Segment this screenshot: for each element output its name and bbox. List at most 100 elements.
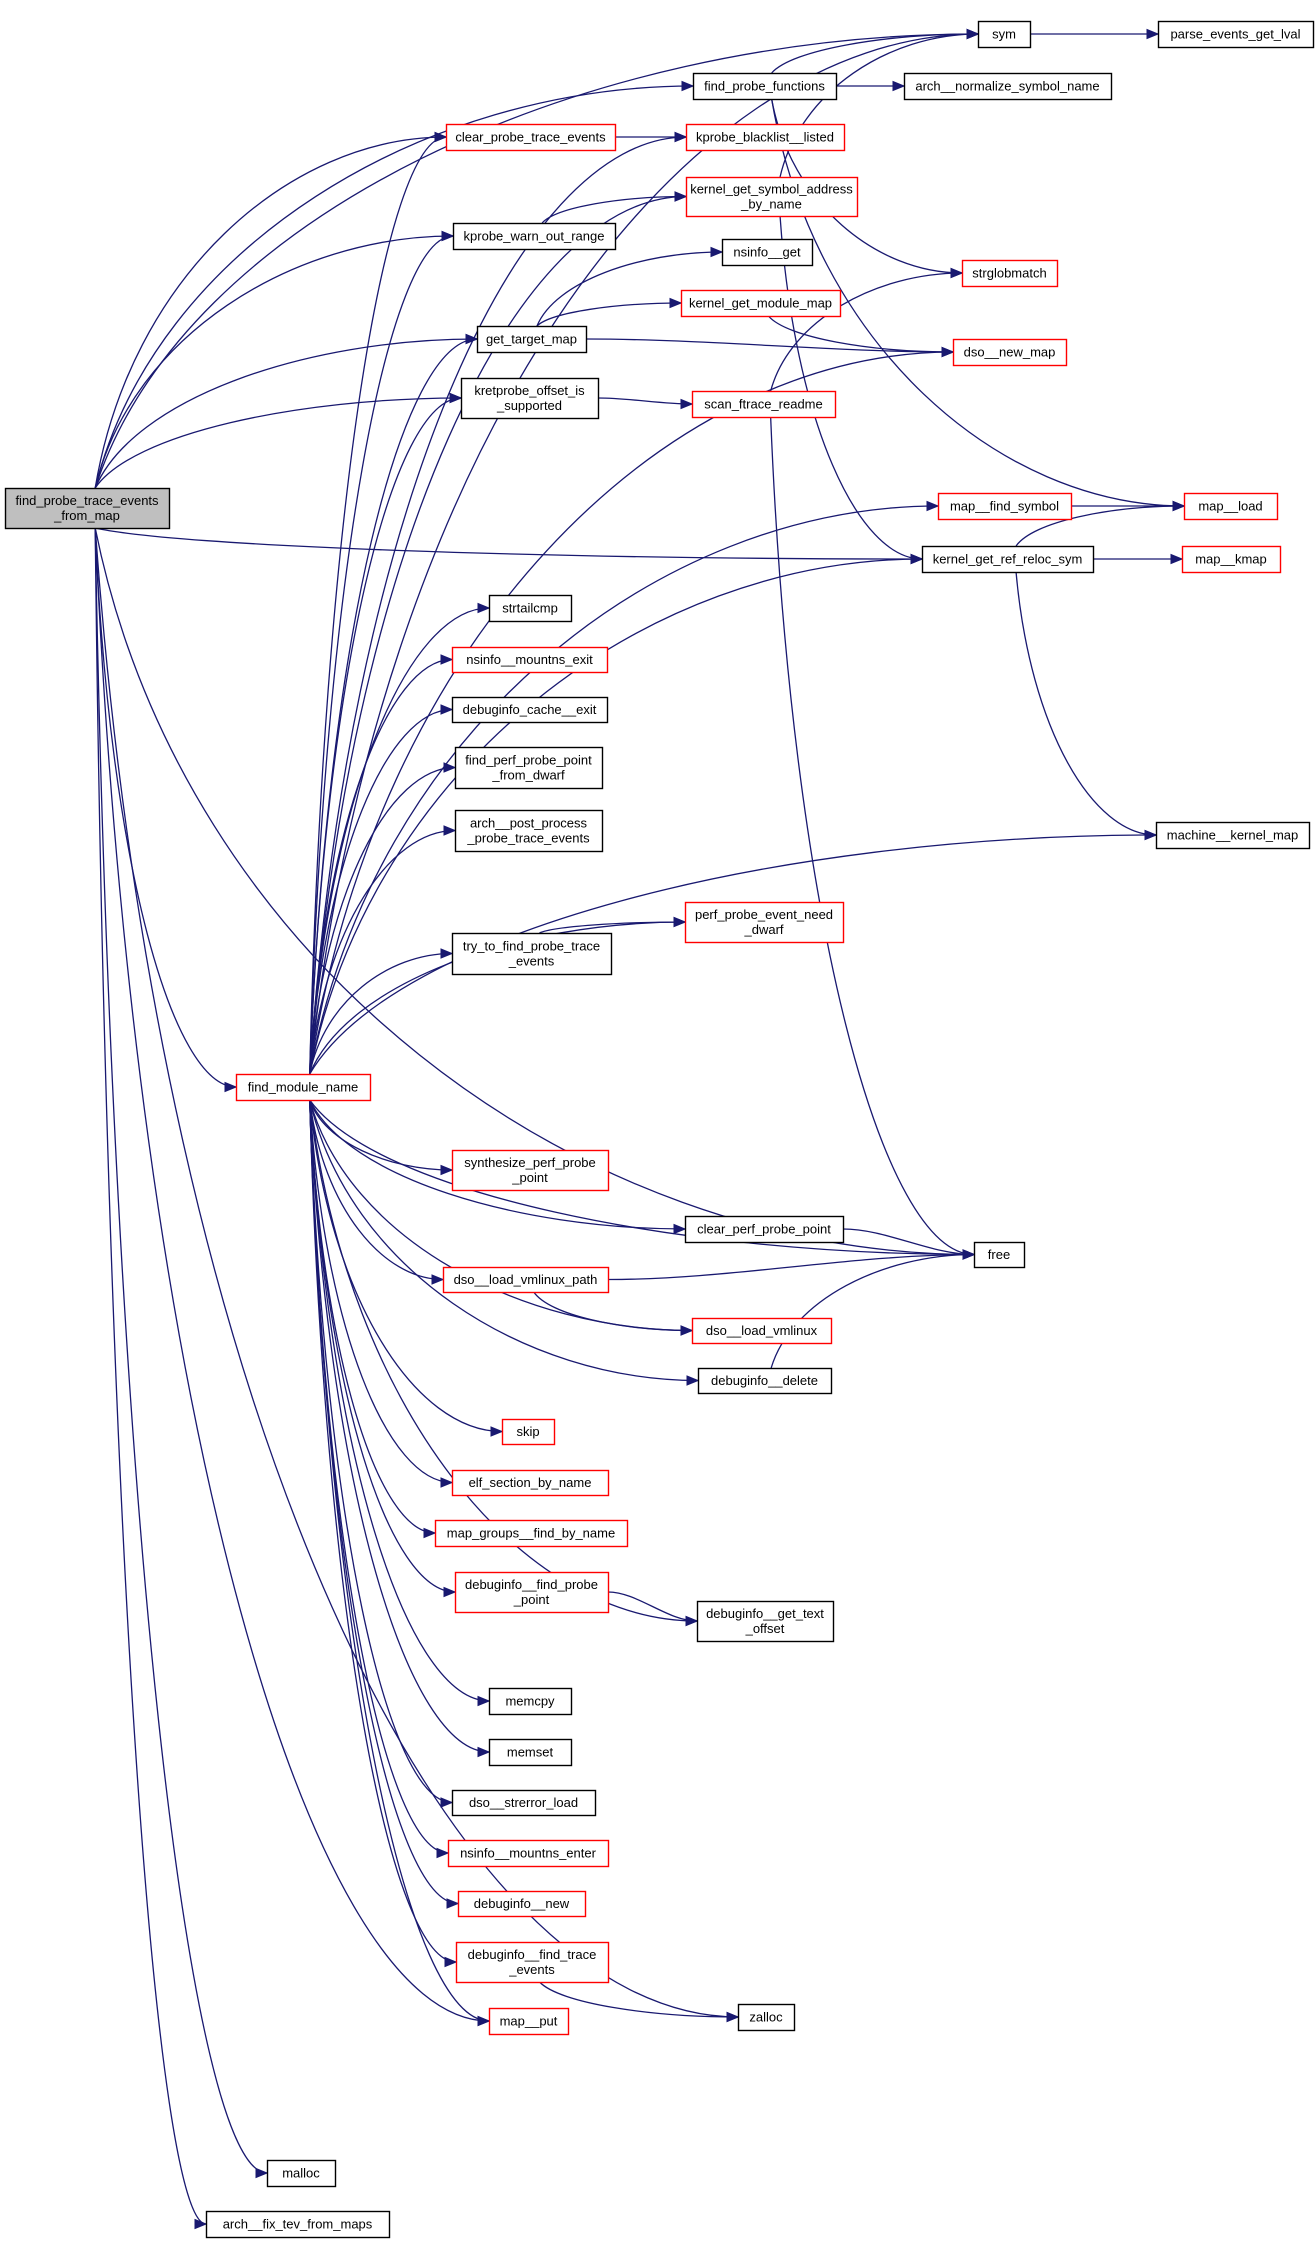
arrowhead-icon	[680, 398, 694, 410]
node-map-put[interactable]: map__put	[488, 2007, 570, 2036]
node-dso-load-vmlinux[interactable]: dso__load_vmlinux	[691, 1317, 833, 1345]
node-label: try_to_find_probe_trace	[463, 939, 600, 954]
node-debuginfo-get-text-offset[interactable]: debuginfo__get_text_offset	[696, 1600, 835, 1643]
node-map-find-symbol[interactable]: map__find_symbol	[937, 492, 1073, 521]
edge-find_module_name-to-clear_probe_trace_events	[309, 136, 447, 1075]
node-label: _from_dwarf	[491, 768, 565, 783]
arrowhead-icon	[726, 2011, 740, 2023]
node-debuginfo-find-trace-events[interactable]: debuginfo__find_trace_events	[455, 1941, 610, 1984]
node-kprobe-blacklist-listed[interactable]: kprobe_blacklist__listed	[685, 123, 846, 152]
edge-find_module_name-to-debuginfo__delete	[309, 1099, 699, 1382]
node-debuginfo-find-probe-point[interactable]: debuginfo__find_probe_point	[454, 1571, 610, 1614]
node-find-module-name[interactable]: find_module_name	[235, 1073, 372, 1102]
node-zalloc[interactable]: zalloc	[737, 2003, 796, 2032]
node-clear-probe-trace-events[interactable]: clear_probe_trace_events	[445, 123, 617, 152]
node-box	[488, 594, 573, 623]
arrowhead-icon	[477, 1695, 491, 1707]
node-sym[interactable]: sym	[977, 20, 1032, 49]
node-nsinfo-mountns-exit[interactable]: nsinfo__mountns_exit	[451, 646, 609, 674]
node-get-target-map[interactable]: get_target_map	[476, 325, 588, 354]
node-skip[interactable]: skip	[501, 1418, 556, 1446]
arrowhead-icon	[449, 392, 463, 404]
arrowhead-icon	[440, 948, 454, 959]
edge-find_module_name-to-dso__load_vmlinux_path	[309, 1099, 444, 1281]
node-label: strglobmatch	[972, 266, 1046, 281]
node-find-probe-functions[interactable]: find_probe_functions	[692, 72, 838, 101]
node-machine-kernel-map[interactable]: machine__kernel_map	[1155, 821, 1311, 850]
node-label: sym	[992, 27, 1016, 42]
edge-find_module_name-to-synthesize_perf_probe_point	[309, 1099, 453, 1171]
node-box	[685, 176, 859, 218]
node-kernel-get-ref-reloc-sym[interactable]: kernel_get_ref_reloc_sym	[921, 545, 1095, 574]
node-debuginfo-new[interactable]: debuginfo__new	[457, 1890, 587, 1918]
node-kretprobe-offset-is-supported[interactable]: kretprobe_offset_is_supported	[460, 377, 600, 420]
arrowhead-icon	[440, 1797, 454, 1808]
node-map-groups-find-by-name[interactable]: map_groups__find_by_name	[434, 1519, 629, 1548]
node-nsinfo-mountns-enter[interactable]: nsinfo__mountns_enter	[447, 1839, 610, 1868]
edge-try_to_find_probe_trace_events-to-perf_probe_event_need_dwarf	[539, 921, 686, 934]
node-root[interactable]: find_probe_trace_events_from_map	[4, 487, 171, 530]
node-dso-load-vmlinux-path[interactable]: dso__load_vmlinux_path	[442, 1266, 610, 1294]
edge-find_module_name-to-memcpy	[309, 1099, 490, 1702]
node-free[interactable]: free	[973, 1241, 1026, 1269]
node-dso-new-map[interactable]: dso__new_map	[952, 338, 1068, 367]
edge-find_module_name-to-strtailcmp	[309, 607, 490, 1075]
node-perf-probe-event-need-dwarf[interactable]: perf_probe_event_need_dwarf	[684, 901, 845, 944]
node-kernel-get-symbol-address-by-name[interactable]: kernel_get_symbol_address_by_name	[685, 176, 859, 218]
node-label: debuginfo__get_text	[706, 1606, 824, 1621]
edge-find_module_name-to-map_groups__find_by_name	[309, 1099, 436, 1534]
node-label: debuginfo__delete	[711, 1373, 818, 1388]
node-label: map__put	[500, 2014, 558, 2029]
node-find-perf-probe-point-from-dwarf[interactable]: find_perf_probe_point_from_dwarf	[454, 746, 604, 790]
edge-debuginfo__find_trace_events-to-zalloc	[539, 1981, 739, 2018]
node-box	[460, 377, 600, 420]
arrowhead-icon	[444, 1956, 458, 1968]
node-box	[454, 746, 604, 790]
edge-find_module_name-to-skip	[309, 1099, 503, 1433]
node-synthesize-perf-probe-point[interactable]: synthesize_perf_probe_point	[451, 1149, 610, 1192]
node-box	[921, 545, 1095, 574]
edge-root-to-kprobe_warn_out_range	[94, 235, 454, 489]
node-try-to-find-probe-trace-events[interactable]: try_to_find_probe_trace_events	[451, 932, 613, 976]
node-label: kretprobe_offset_is	[474, 383, 585, 398]
node-strtailcmp[interactable]: strtailcmp	[488, 594, 573, 623]
node-malloc[interactable]: malloc	[266, 2159, 337, 2188]
arrowhead-icon	[490, 1426, 504, 1437]
node-arch-normalize-symbol-name[interactable]: arch__normalize_symbol_name	[903, 72, 1113, 101]
node-box	[1157, 20, 1315, 49]
node-strglobmatch[interactable]: strglobmatch	[961, 259, 1059, 288]
node-dso-strerror-load[interactable]: dso__strerror_load	[451, 1789, 597, 1817]
node-debuginfo-delete[interactable]: debuginfo__delete	[697, 1367, 833, 1395]
node-box	[903, 72, 1113, 101]
node-scan-ftrace-readme[interactable]: scan_ftrace_readme	[691, 390, 837, 419]
arrowhead-icon	[224, 1081, 238, 1093]
edge-dso__load_vmlinux_path-to-free	[607, 1253, 975, 1281]
node-kprobe-warn-out-range[interactable]: kprobe_warn_out_range	[452, 222, 617, 251]
arrowhead-icon	[685, 1615, 699, 1627]
node-parse-events-get-lval[interactable]: parse_events_get_lval	[1157, 20, 1315, 49]
node-arch-fix-tev-from-maps[interactable]: arch__fix_tev_from_maps	[205, 2210, 391, 2239]
node-label: dso__load_vmlinux	[706, 1323, 818, 1338]
node-map-kmap[interactable]: map__kmap	[1181, 545, 1282, 574]
node-kernel-get-module-map[interactable]: kernel_get_module_map	[680, 289, 842, 318]
node-box	[451, 696, 609, 724]
edge-root-to-map__put	[94, 527, 490, 2022]
node-label: find_probe_functions	[704, 79, 825, 94]
arrowhead-icon	[1170, 553, 1184, 565]
node-memcpy[interactable]: memcpy	[488, 1687, 573, 1716]
node-label: debuginfo__new	[474, 1896, 570, 1911]
node-label: dso__strerror_load	[469, 1795, 578, 1810]
arrowhead-icon	[674, 131, 688, 143]
node-label: _supported	[496, 398, 562, 413]
node-memset[interactable]: memset	[488, 1738, 573, 1767]
node-label: _by_name	[740, 197, 802, 212]
node-debuginfo-cache-exit[interactable]: debuginfo_cache__exit	[451, 696, 609, 724]
node-clear-perf-probe-point[interactable]: clear_perf_probe_point	[684, 1215, 845, 1244]
node-label: get_target_map	[486, 332, 577, 347]
node-elf-section-by-name[interactable]: elf_section_by_name	[451, 1469, 610, 1497]
node-nsinfo-get[interactable]: nsinfo__get	[721, 238, 814, 267]
node-label: _probe_trace_events	[466, 831, 590, 846]
edge-kprobe_warn_out_range-to-kernel_get_symbol_address_by_name	[541, 195, 687, 224]
node-map-load[interactable]: map__load	[1183, 492, 1279, 521]
node-arch-post-process-probe-trace-events[interactable]: arch__post_process_probe_trace_events	[454, 809, 604, 853]
